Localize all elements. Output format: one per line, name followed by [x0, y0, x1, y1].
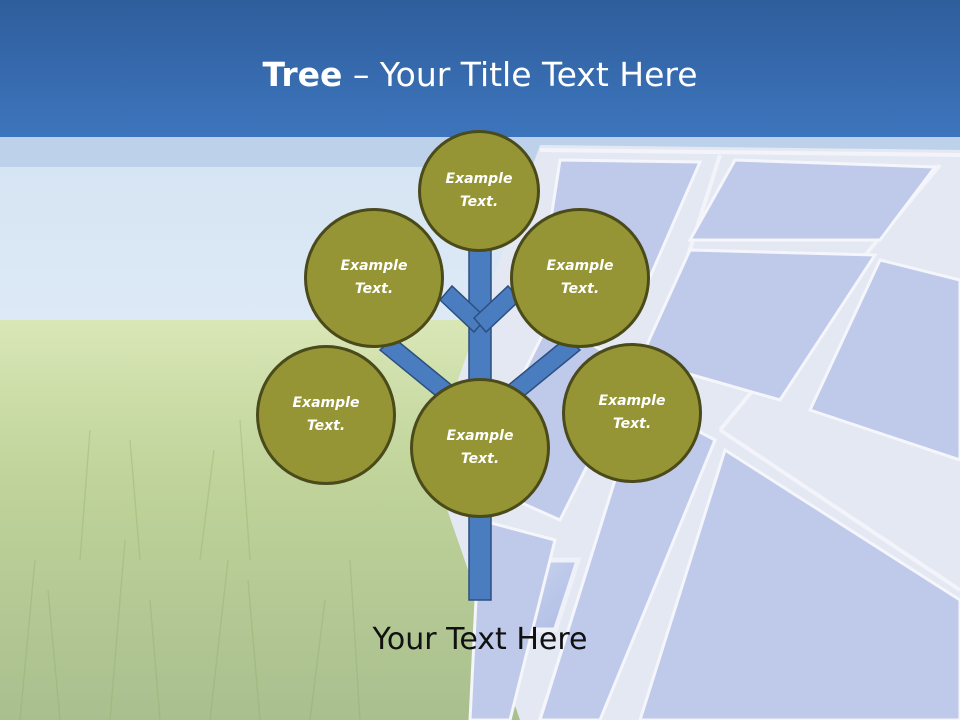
title-bold: Tree	[262, 55, 343, 94]
tree-node-upper-left: Example Text.	[304, 208, 444, 348]
tree-node-lower-left: Example Text.	[256, 345, 396, 485]
slide-title: Tree – Your Title Text Here	[0, 52, 960, 98]
node-text: Example Text.	[598, 393, 666, 432]
node-text: Example Text.	[546, 258, 614, 297]
tree-node-top: Example Text.	[418, 130, 540, 252]
node-text: Example Text.	[340, 258, 408, 297]
footer-text: Your Text Here	[372, 622, 588, 657]
tree-node-center: Example Text.	[410, 378, 550, 518]
title-bar	[0, 0, 960, 137]
tree-node-upper-right: Example Text.	[510, 208, 650, 348]
title-rest: – Your Title Text Here	[342, 55, 698, 94]
node-text: Example Text.	[292, 395, 360, 434]
node-text: Example Text.	[446, 428, 514, 467]
node-text: Example Text.	[445, 171, 513, 210]
tree-node-lower-right: Example Text.	[562, 343, 702, 483]
